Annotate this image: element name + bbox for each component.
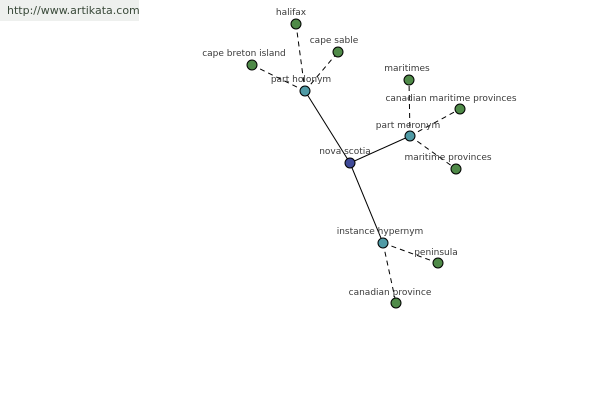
node-label-instance-hypernym[interactable]: instance hypernym	[337, 227, 424, 237]
edge-instance-hypernym-to-canadian-province	[382, 242, 397, 304]
nodes-layer: nova scotia part holonym part meronym insta…	[202, 8, 517, 309]
edges-layer	[251, 23, 461, 304]
node-dot-maritimes[interactable]	[403, 74, 415, 86]
node-cape-breton-island[interactable]: cape breton island	[202, 49, 286, 71]
node-dot-instance-hypernym[interactable]	[377, 237, 389, 249]
node-maritime-provinces[interactable]: maritime provinces	[404, 153, 492, 175]
node-label-cape-sable[interactable]: cape sable	[310, 36, 359, 46]
node-canadian-province[interactable]: canadian province	[349, 288, 432, 309]
node-label-maritimes[interactable]: maritimes	[384, 64, 430, 74]
node-dot-cape-sable[interactable]	[332, 46, 344, 58]
node-label-canadian-maritime-provinces[interactable]: canadian maritime provinces	[385, 94, 516, 104]
node-dot-part-holonym[interactable]	[299, 85, 311, 97]
node-part-holonym[interactable]: part holonym	[271, 75, 331, 97]
edge-nova-scotia-to-instance-hypernym	[349, 162, 384, 244]
edge-part-meronym-to-canadian-maritime-provinces	[409, 108, 461, 137]
node-peninsula[interactable]: peninsula	[414, 248, 458, 269]
node-label-cape-breton-island[interactable]: cape breton island	[202, 49, 286, 59]
node-label-part-meronym[interactable]: part meronym	[376, 121, 440, 131]
node-nova-scotia[interactable]: nova scotia	[319, 147, 371, 169]
node-label-part-holonym[interactable]: part holonym	[271, 75, 331, 85]
edge-part-holonym-to-halifax	[295, 23, 306, 92]
node-part-meronym[interactable]: part meronym	[376, 121, 440, 142]
site-url[interactable]: http://www.artikata.com	[0, 0, 140, 21]
edge-part-holonym-to-cape-sable	[304, 51, 339, 92]
edge-part-holonym-to-cape-breton-island	[251, 64, 306, 92]
node-label-halifax[interactable]: halifax	[276, 8, 307, 18]
node-dot-part-meronym[interactable]	[404, 130, 416, 142]
node-halifax[interactable]: halifax	[276, 8, 307, 30]
node-dot-maritime-provinces[interactable]	[450, 163, 462, 175]
edge-nova-scotia-to-part-meronym	[349, 135, 411, 164]
node-dot-peninsula[interactable]	[432, 257, 444, 269]
edge-part-meronym-to-maritimes	[408, 79, 411, 137]
node-maritimes[interactable]: maritimes	[384, 64, 430, 86]
node-cape-sable[interactable]: cape sable	[310, 36, 359, 58]
node-dot-cape-breton-island[interactable]	[246, 59, 258, 71]
node-dot-canadian-maritime-provinces[interactable]	[454, 103, 466, 115]
node-dot-halifax[interactable]	[290, 18, 302, 30]
node-label-maritime-provinces[interactable]: maritime provinces	[404, 153, 491, 163]
edge-part-meronym-to-maritime-provinces	[409, 135, 457, 170]
node-dot-nova-scotia[interactable]	[344, 157, 356, 169]
node-label-canadian-province[interactable]: canadian province	[349, 288, 432, 298]
node-label-nova-scotia[interactable]: nova scotia	[319, 147, 371, 157]
node-dot-canadian-province[interactable]	[390, 297, 402, 309]
node-canadian-maritime-provinces[interactable]: canadian maritime provinces	[385, 94, 517, 115]
node-label-peninsula[interactable]: peninsula	[414, 248, 458, 258]
node-instance-hypernym[interactable]: instance hypernym	[337, 227, 424, 249]
edge-nova-scotia-to-part-holonym	[304, 90, 351, 164]
edge-instance-hypernym-to-peninsula	[382, 242, 439, 264]
